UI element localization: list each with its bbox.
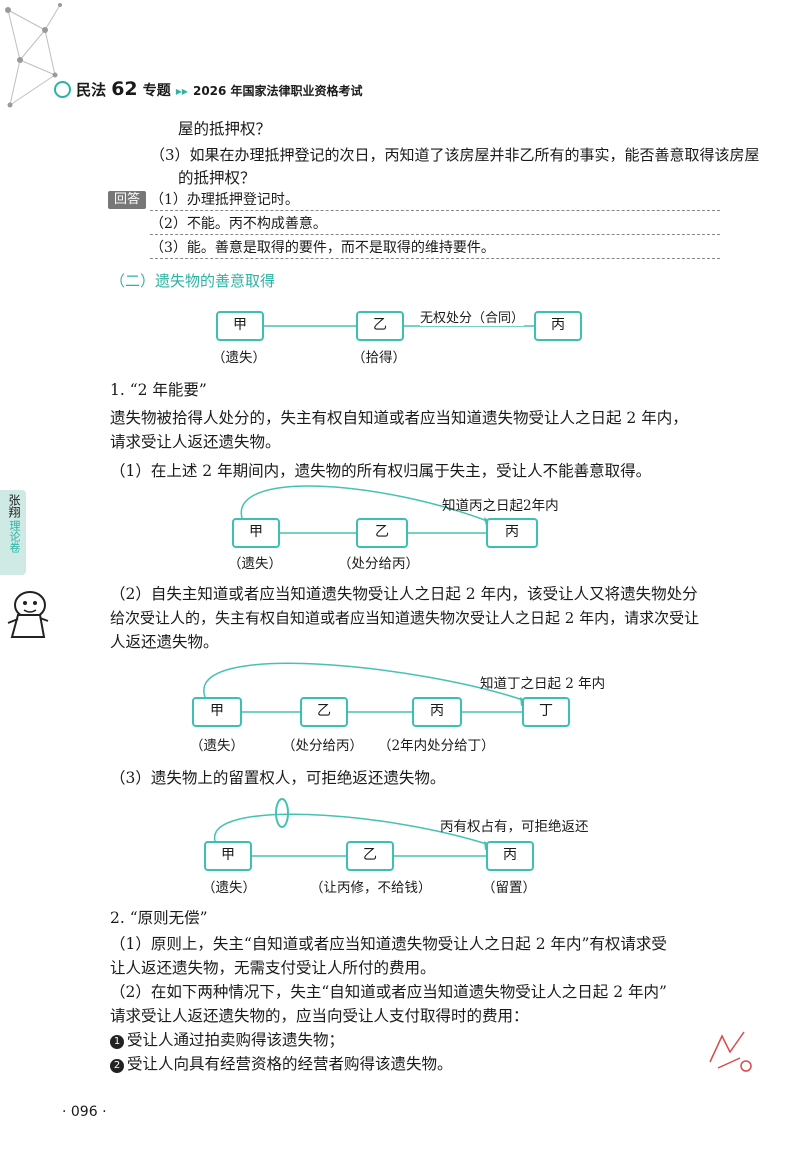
p4-item2-line1: （2）在如下两种情况下，失主“自知道或者应当知道遗失物受让人之日起 2 年内”: [110, 983, 667, 1001]
question-2-tail: 屋的抵押权？: [178, 120, 272, 138]
header-suffix: 专题: [142, 83, 171, 99]
diagram4-box-yi: 乙: [346, 841, 394, 871]
diagram1-label-yi: （拾得）: [352, 350, 406, 366]
section-title: （二）遗失物的善意取得: [110, 272, 276, 290]
header-logo-icon: [54, 81, 71, 98]
page-number: · 096 ·: [62, 1104, 107, 1120]
p1-line1: 遗失物被拾得人处分的，失主有权自知道或者应当知道遗失物受让人之日起 2 年内，: [110, 409, 688, 427]
p4-item1-line2: 让人返还遗失物，无需支付受让人所付的费用。: [110, 959, 436, 977]
diagram4-box-bing: 丙: [486, 841, 534, 871]
diagram3-label-jia: （遗失）: [190, 738, 244, 754]
p4-item1-line1: （1）原则上，失主“自知道或者应当知道遗失物受让人之日起 2 年内”有权请求受: [110, 935, 667, 953]
diagram4-arc-label: 丙有权占有，可拒绝返还: [440, 819, 589, 835]
diagram2-box-bing: 丙: [486, 518, 538, 548]
header-network-decoration: [5, 3, 62, 108]
diagram2-label-yi: （处分给丙）: [338, 556, 419, 572]
diagram2-arc-label: 知道丙之日起2年内: [442, 498, 559, 514]
header-arrows: ▸▸: [175, 84, 188, 98]
diagram2-box-jia: 甲: [232, 518, 280, 548]
diagram4-box-jia: 甲: [204, 841, 252, 871]
diagram3-arc-label: 知道丁之日起 2 年内: [480, 676, 606, 692]
diagram2-label-jia: （遗失）: [228, 556, 282, 572]
diagram1-box-yi: 乙: [356, 311, 404, 341]
answer-2: （2）不能。丙不构成善意。: [150, 214, 720, 235]
p2-line1: （2）自失主知道或者应当知道遗失物受让人之日起 2 年内，该受让人又将遗失物处分: [110, 585, 698, 603]
corner-stamp-decoration: [709, 1031, 752, 1072]
diagram2-box-yi: 乙: [356, 518, 408, 548]
p4-heading: 2. “原则无偿”: [110, 909, 208, 927]
answer-3-text: （3）能。善意是取得的要件，而不是取得的维持要件。: [150, 240, 495, 256]
p1-line2: 请求受让人返还遗失物。: [110, 433, 281, 451]
answer-1-text: （1）办理抵押登记时。: [150, 192, 299, 208]
diagram3-label-yi: （处分给丙）: [282, 738, 363, 754]
diagram4-label-bing: （留置）: [482, 880, 536, 896]
answer-2-text: （2）不能。丙不构成善意。: [150, 216, 327, 232]
header-series: 民法: [76, 81, 107, 99]
p3-item3: （3）遗失物上的留置权人，可拒绝返还遗失物。: [110, 769, 446, 787]
p1-heading: 1. “2 年能要”: [110, 381, 207, 399]
p4-item2-line2: 请求受让人返还遗失物的，应当向受让人支付取得时的费用：: [110, 1007, 529, 1025]
diagram1-box-jia: 甲: [216, 311, 264, 341]
p1-item1: （1）在上述 2 年期间内，遗失物的所有权归属于失主，受让人不能善意取得。: [110, 462, 652, 480]
header-subtitle: 2026 年国家法律职业资格考试: [192, 84, 363, 98]
diagram1-edge-label: 无权处分（合同）: [420, 307, 525, 326]
side-tab-brand: 理论卷: [8, 520, 21, 553]
answer-3: （3）能。善意是取得的要件，而不是取得的维持要件。: [150, 238, 720, 259]
running-header: 民法 62 专题 ▸▸ 2026 年国家法律职业资格考试: [54, 78, 363, 100]
diagram4-label-jia: （遗失）: [202, 880, 256, 896]
diagram3-box-jia: 甲: [192, 697, 242, 727]
answer-tag: 回答: [108, 191, 146, 209]
side-tab: 张翔 理论卷: [0, 490, 26, 575]
diagram3-box-bing: 丙: [412, 697, 462, 727]
diagram3-box-yi: 乙: [300, 697, 348, 727]
header-number: 62: [111, 78, 138, 100]
diagram1-box-bing: 丙: [534, 311, 582, 341]
bullet-2-icon: 2: [110, 1059, 124, 1073]
question-3-line2: 的抵押权？: [178, 169, 256, 187]
p2-line2: 给次受让人的，失主有权自知道或者应当知道遗失物次受让人之日起 2 年内，请求次受…: [110, 609, 700, 627]
answer-1: （1）办理抵押登记时。: [150, 190, 720, 211]
diagram3-label-bing: （2年内处分给丁）: [378, 738, 495, 754]
diagram1-label-jia: （遗失）: [212, 350, 266, 366]
diagram3-box-ding: 丁: [522, 697, 570, 727]
p2-line3: 人返还遗失物。: [110, 633, 219, 651]
p4-bullet1-text: 受让人通过拍卖购得该遗失物；: [127, 1031, 345, 1049]
diagram4-label-yi: （让丙修，不给钱）: [310, 880, 432, 896]
bullet-1-icon: 1: [110, 1035, 124, 1049]
side-tab-name: 张翔: [7, 494, 21, 518]
mascot-illustration: [7, 591, 49, 638]
question-3-line1: （3）如果在办理抵押登记的次日，丙知道了该房屋并非乙所有的事实，能否善意取得该房…: [150, 146, 760, 164]
p4-bullet2-text: 受让人向具有经营资格的经营者购得该遗失物。: [127, 1055, 453, 1073]
